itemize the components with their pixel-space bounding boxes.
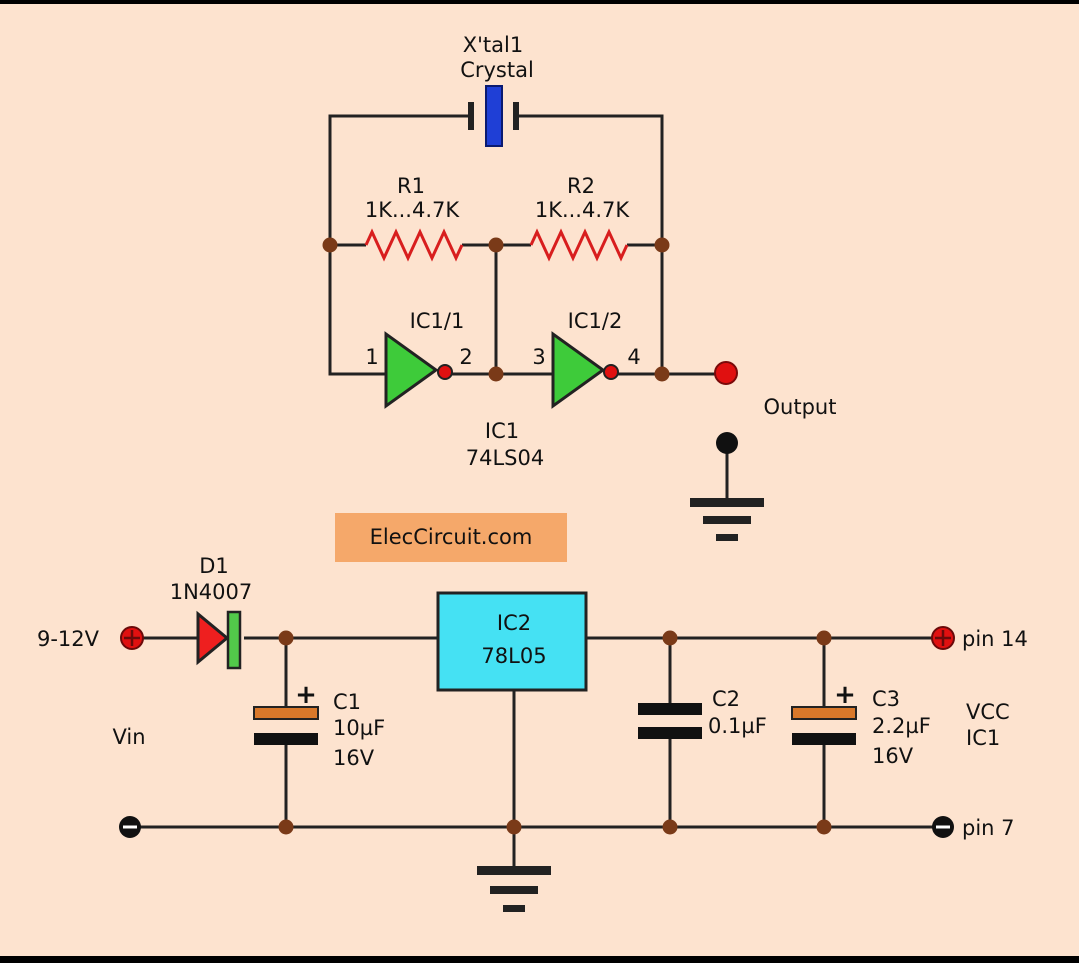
gate2-pin-out: 4 bbox=[627, 345, 640, 369]
ground-bar-bottom bbox=[716, 534, 738, 541]
brand-label-box bbox=[335, 513, 567, 562]
inverter-gate-1 bbox=[384, 331, 439, 409]
r2-value: 1K...4.7K bbox=[535, 198, 631, 222]
vin-voltage: 9-12V bbox=[37, 627, 100, 651]
ground-bar-mid bbox=[703, 516, 751, 524]
junction-dot bbox=[322, 237, 338, 253]
c3-plate-negative bbox=[792, 733, 856, 745]
diagram-background bbox=[0, 4, 1079, 956]
gate2-name: IC1/2 bbox=[568, 309, 623, 333]
c1-plate-negative bbox=[254, 733, 318, 745]
junction-dot bbox=[662, 630, 678, 646]
resistor-r1 bbox=[364, 228, 464, 262]
r2-name: R2 bbox=[567, 174, 595, 198]
wire-gate1-input bbox=[328, 245, 386, 376]
plus-icon bbox=[935, 630, 951, 646]
ic1-name: IC1 bbox=[485, 419, 519, 443]
junction-dot bbox=[278, 630, 294, 646]
d1-part: 1N4007 bbox=[170, 580, 253, 604]
c1-polarity: + bbox=[295, 680, 317, 710]
crystal-xtal1 bbox=[468, 85, 519, 147]
junction-dot bbox=[506, 819, 522, 835]
c3-name: C3 bbox=[872, 687, 900, 711]
vcc-label: VCC bbox=[966, 700, 1010, 724]
ic1-part: 74LS04 bbox=[466, 446, 544, 470]
junction-dot bbox=[662, 819, 678, 835]
vin-label: Vin bbox=[112, 725, 145, 749]
crystal-plate-right bbox=[513, 102, 519, 130]
crystal-name: X'tal1 bbox=[463, 33, 523, 57]
d1-name: D1 bbox=[199, 554, 229, 578]
regulator-ic2 bbox=[436, 591, 588, 692]
ground-symbol-output bbox=[690, 498, 764, 541]
junction-dot bbox=[488, 237, 504, 253]
c1-plate-positive bbox=[253, 706, 319, 720]
c3-voltage: 16V bbox=[872, 744, 914, 768]
ground-symbol-main bbox=[477, 866, 551, 912]
gate1-name: IC1/1 bbox=[410, 309, 465, 333]
c1-name: C1 bbox=[333, 690, 361, 714]
oscillator-junctions bbox=[322, 237, 670, 382]
output-label: Output bbox=[764, 395, 837, 419]
c3-value: 2.2µF bbox=[872, 714, 931, 738]
c3-polarity: + bbox=[834, 680, 856, 710]
output-ground-terminal bbox=[716, 432, 738, 454]
c2-name: C2 bbox=[712, 687, 740, 711]
crystal-type: Crystal bbox=[460, 58, 534, 82]
gate1-pin-in: 1 bbox=[365, 345, 378, 369]
c1-value: 10µF bbox=[333, 716, 385, 740]
junction-dot bbox=[488, 366, 504, 382]
c2-plate-top bbox=[638, 703, 702, 715]
diode-d1 bbox=[196, 610, 230, 666]
vcc-ic1-label: IC1 bbox=[966, 726, 1000, 750]
inverter-gate-2 bbox=[551, 331, 606, 409]
r1-name: R1 bbox=[397, 174, 425, 198]
c3-plate-positive bbox=[791, 706, 857, 720]
junction-dot bbox=[654, 237, 670, 253]
wire-crystal-right bbox=[519, 114, 664, 245]
pin7-label: pin 7 bbox=[962, 816, 1015, 840]
c1-voltage: 16V bbox=[333, 746, 375, 770]
ground-bar-top bbox=[690, 498, 764, 507]
power-junctions bbox=[278, 630, 832, 835]
crystal-plate-left bbox=[468, 102, 474, 130]
gate1-pin-out: 2 bbox=[459, 345, 472, 369]
power-wiring bbox=[130, 636, 943, 870]
junction-dot bbox=[654, 366, 670, 382]
wire-crystal-left bbox=[328, 114, 468, 245]
ic2-name: IC2 bbox=[497, 611, 531, 635]
inverter-bubble-2 bbox=[603, 364, 619, 380]
ground-bar-mid bbox=[490, 886, 538, 894]
junction-dot bbox=[816, 630, 832, 646]
resistor-r2 bbox=[529, 228, 629, 262]
inverter-bubble-1 bbox=[437, 364, 453, 380]
ic2-part: 78L05 bbox=[481, 644, 546, 668]
r1-value: 1K...4.7K bbox=[365, 198, 461, 222]
c2-plate-bottom bbox=[638, 727, 702, 739]
junction-dot bbox=[816, 819, 832, 835]
ground-bar-bottom bbox=[503, 905, 525, 912]
c2-value: 0.1µF bbox=[708, 714, 767, 738]
gate2-pin-in: 3 bbox=[532, 345, 545, 369]
plus-icon bbox=[124, 630, 140, 646]
crystal-body bbox=[485, 85, 503, 147]
output-terminal bbox=[714, 361, 738, 385]
pin14-label: pin 14 bbox=[962, 627, 1028, 651]
junction-dot bbox=[278, 819, 294, 835]
ground-bar-top bbox=[477, 866, 551, 875]
brand-label: ElecCircuit.com bbox=[370, 525, 533, 549]
diode-cathode-band bbox=[226, 610, 242, 670]
